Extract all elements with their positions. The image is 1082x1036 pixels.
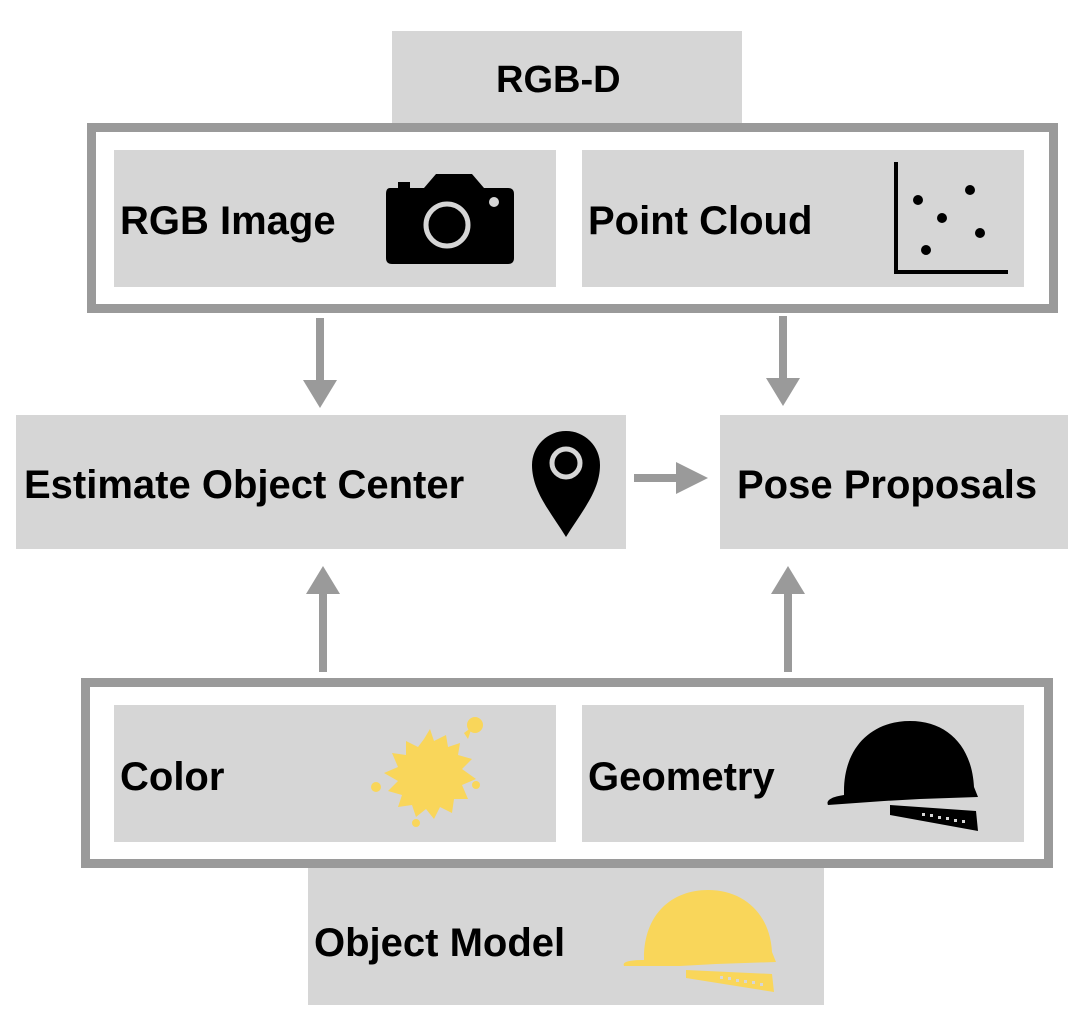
pose-proposals-box: Pose Proposals	[720, 415, 1068, 549]
color-label: Color	[120, 755, 225, 799]
location-pin-icon	[532, 431, 600, 537]
hard-hat-icon	[827, 721, 978, 831]
color-box: Color	[114, 705, 556, 842]
rgbd-title: RGB-D	[496, 59, 621, 101]
rgbd-title-box: RGB-D	[392, 31, 742, 123]
point-cloud-box: Point Cloud	[582, 150, 1024, 287]
object-model-label: Object Model	[314, 921, 566, 965]
rgb-image-label: RGB Image	[120, 199, 336, 243]
geometry-box: Geometry	[582, 705, 1024, 842]
hard-hat-yellow-icon	[623, 890, 776, 992]
object-model-box: Object Model	[308, 868, 824, 1005]
estimate-center-box: Estimate Object Center	[16, 415, 626, 549]
geometry-label: Geometry	[588, 755, 775, 799]
scatter-plot-icon	[894, 162, 1008, 274]
pose-proposals-label: Pose Proposals	[737, 463, 1038, 507]
camera-icon	[386, 174, 514, 264]
paint-splat-icon	[371, 717, 483, 827]
point-cloud-label: Point Cloud	[588, 199, 813, 243]
estimate-center-label: Estimate Object Center	[24, 463, 465, 507]
rgb-image-box: RGB Image	[114, 150, 556, 287]
